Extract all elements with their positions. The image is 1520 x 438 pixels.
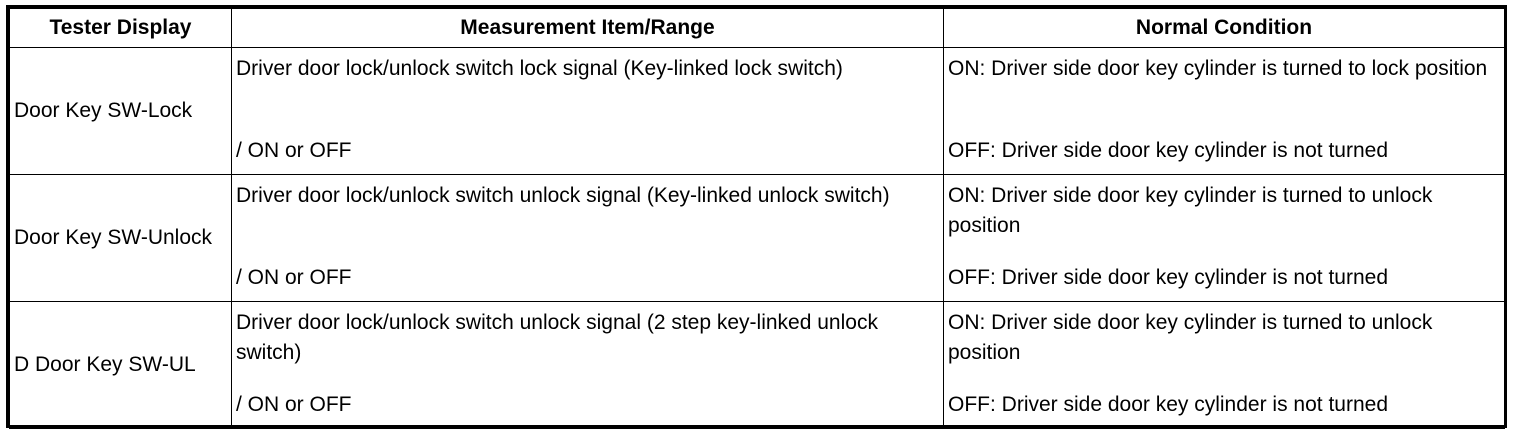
tester-display-cell: D Door Key SW-UL: [9, 301, 232, 429]
condition-on-text: ON: Driver side door key cylinder is tur…: [948, 57, 1488, 80]
tester-data-table: Tester Display Measurement Item/Range No…: [9, 8, 1505, 429]
table-row: D Door Key SW-UL Driver door lock/unlock…: [9, 301, 1505, 429]
table-header-row: Tester Display Measurement Item/Range No…: [9, 8, 1505, 48]
measurement-range-text: / ON or OFF: [236, 139, 352, 162]
table-row: Door Key SW-Unlock Driver door lock/unlo…: [9, 174, 1505, 302]
normal-condition-cell: ON: Driver side door key cylinder is tur…: [943, 47, 1505, 175]
measurement-item-text: Driver door lock/unlock switch unlock si…: [236, 184, 890, 207]
condition-on-text: ON: Driver side door key cylinder is tur…: [948, 184, 1433, 237]
header-tester-display: Tester Display: [9, 8, 232, 48]
measurement-range-text: / ON or OFF: [236, 393, 352, 416]
tester-display-cell: Door Key SW-Unlock: [9, 174, 232, 302]
condition-off-text: OFF: Driver side door key cylinder is no…: [948, 139, 1388, 162]
measurement-item-text: Driver door lock/unlock switch unlock si…: [236, 311, 878, 364]
normal-condition-cell: ON: Driver side door key cylinder is tur…: [943, 174, 1505, 302]
normal-condition-cell: ON: Driver side door key cylinder is tur…: [943, 301, 1505, 429]
measurement-item-text: Driver door lock/unlock switch lock sign…: [236, 57, 843, 80]
measurement-range-text: / ON or OFF: [236, 266, 352, 289]
measurement-item-cell: Driver door lock/unlock switch unlock si…: [231, 301, 944, 429]
condition-off-text: OFF: Driver side door key cylinder is no…: [948, 266, 1388, 289]
tester-display-cell: Door Key SW-Lock: [9, 47, 232, 175]
condition-off-text: OFF: Driver side door key cylinder is no…: [948, 393, 1388, 416]
data-table-frame: Tester Display Measurement Item/Range No…: [6, 5, 1507, 429]
measurement-item-cell: Driver door lock/unlock switch unlock si…: [231, 174, 944, 302]
measurement-item-cell: Driver door lock/unlock switch lock sign…: [231, 47, 944, 175]
header-normal-condition: Normal Condition: [943, 8, 1505, 48]
table-row: Door Key SW-Lock Driver door lock/unlock…: [9, 47, 1505, 175]
header-measurement-item: Measurement Item/Range: [231, 8, 944, 48]
condition-on-text: ON: Driver side door key cylinder is tur…: [948, 311, 1433, 364]
